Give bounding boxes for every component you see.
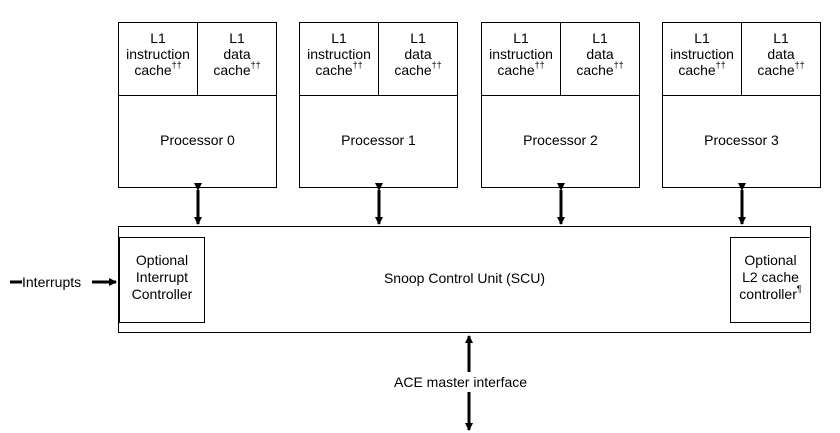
footnote-mark: ††	[431, 60, 442, 71]
l2-controller-label: L2 cache	[742, 269, 799, 285]
cache-label: data	[404, 46, 432, 62]
footnote-mark: ††	[171, 60, 182, 71]
l1-data-cache-2: L1 data cache††	[561, 23, 639, 96]
cache-label: data	[586, 46, 614, 62]
cache-label: L1	[410, 30, 426, 46]
footnote-mark: ††	[613, 60, 624, 71]
cache-label: L1	[773, 30, 789, 46]
footnote-mark: ††	[534, 60, 545, 71]
l1-instruction-cache-1: L1 instruction cache††	[300, 23, 379, 96]
footnote-mark: ††	[250, 60, 261, 71]
cache-label: L1	[150, 30, 166, 46]
interrupt-controller-label: Controller	[131, 286, 193, 302]
cache-label: L1	[592, 30, 608, 46]
cache-label: data	[767, 46, 795, 62]
cache-label: cache	[757, 62, 795, 78]
l1-data-cache-0: L1 data cache††	[198, 23, 276, 96]
cache-label: cache	[497, 62, 535, 78]
processor-2-label: Processor 2	[523, 132, 598, 148]
cache-label: data	[223, 46, 251, 62]
footnote-mark: ††	[794, 60, 805, 71]
cache-label: cache	[678, 62, 716, 78]
cache-label: L1	[513, 30, 529, 46]
cache-label: instruction	[307, 46, 371, 62]
cache-label: cache	[315, 62, 353, 78]
cache-label: L1	[694, 30, 710, 46]
l1-data-cache-3: L1 data cache††	[742, 23, 820, 96]
processor-1-label: Processor 1	[341, 132, 416, 148]
cache-label: instruction	[489, 46, 553, 62]
cache-label: L1	[229, 30, 245, 46]
snoop-control-unit: Optional Interrupt Controller Snoop Cont…	[118, 226, 811, 333]
processor-0-label: Processor 0	[160, 132, 235, 148]
cache-label: cache	[394, 62, 432, 78]
interrupt-controller: Optional Interrupt Controller	[119, 237, 205, 323]
l1-instruction-cache-0: L1 instruction cache††	[119, 23, 198, 96]
footnote-mark: ††	[715, 60, 726, 71]
interrupt-controller-label: Optional	[135, 252, 189, 268]
ace-master-interface-label: ACE master interface	[394, 374, 528, 390]
scu-label: Snoop Control Unit (SCU)	[383, 270, 546, 286]
processor-2-block: L1 instruction cache†† L1 data cache†† P…	[481, 22, 640, 188]
cache-label: cache	[134, 62, 172, 78]
cache-label: instruction	[126, 46, 190, 62]
cache-label: cache	[213, 62, 251, 78]
l1-instruction-cache-3: L1 instruction cache††	[663, 23, 742, 96]
l2-controller-label: Optional	[744, 252, 797, 268]
l1-data-cache-1: L1 data cache††	[379, 23, 457, 96]
processor-3-label: Processor 3	[704, 132, 779, 148]
interrupts-label: Interrupts	[22, 274, 82, 290]
processor-1-block: L1 instruction cache†† L1 data cache†† P…	[299, 22, 458, 188]
cache-label: cache	[576, 62, 614, 78]
footnote-mark: ††	[352, 60, 363, 71]
l1-instruction-cache-2: L1 instruction cache††	[482, 23, 561, 96]
interrupt-controller-label: Interrupt	[135, 269, 189, 285]
processor-3-block: L1 instruction cache†† L1 data cache†† P…	[662, 22, 821, 188]
l2-cache-controller: Optional L2 cache controller¶	[730, 237, 811, 323]
processor-0-block: L1 instruction cache†† L1 data cache†† P…	[118, 22, 277, 188]
cache-label: L1	[331, 30, 347, 46]
footnote-mark: ¶	[796, 284, 802, 295]
cache-label: instruction	[670, 46, 734, 62]
l2-controller-label: controller	[739, 286, 797, 302]
